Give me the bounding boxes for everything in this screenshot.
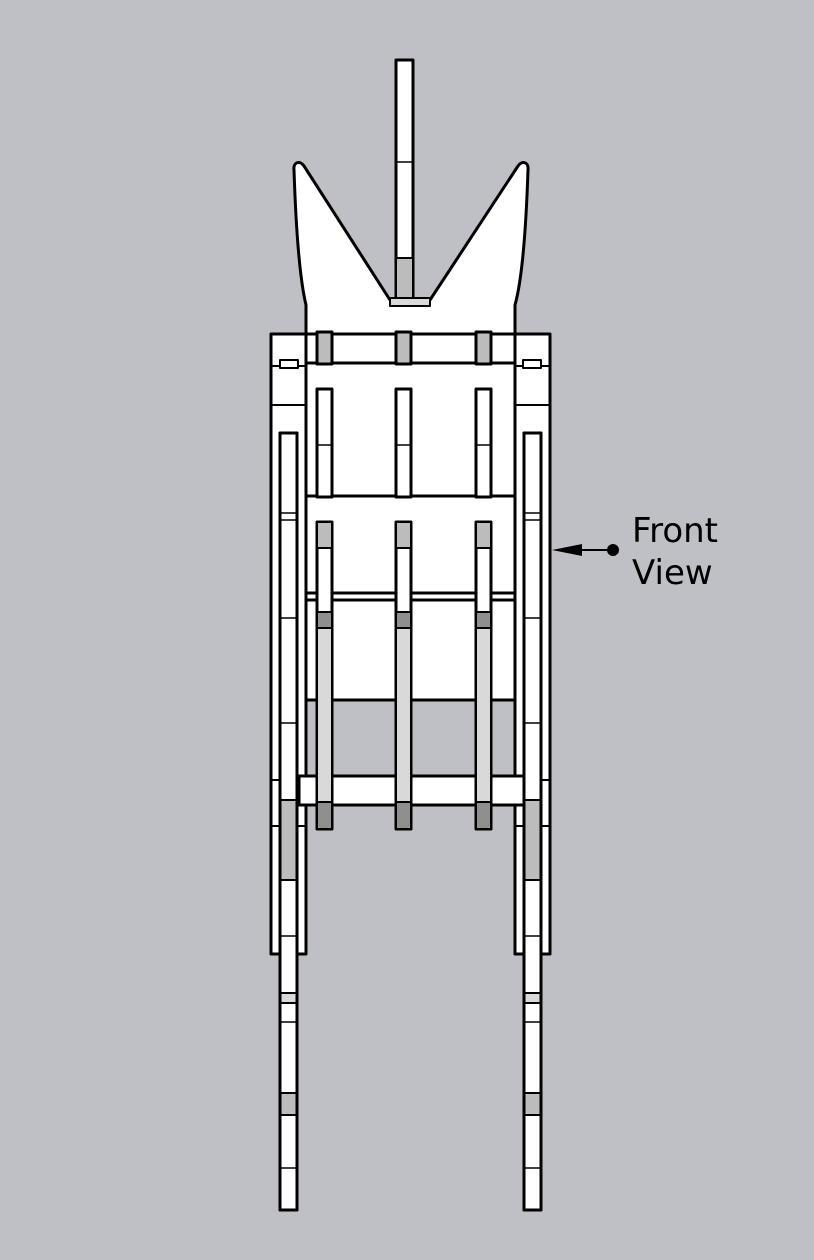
callout-leader (552, 544, 619, 556)
lower-pins (315, 520, 493, 831)
leader-dot-icon (607, 544, 619, 556)
arrowhead-icon (552, 544, 582, 556)
callout-line-2: View (632, 553, 713, 593)
right-rail (522, 431, 543, 1212)
upper-pins (315, 330, 493, 366)
callout-line-1: Front (632, 511, 718, 551)
middle-pins (315, 387, 493, 499)
left-rail (278, 431, 299, 1212)
center-shaft (389, 58, 431, 307)
callout-label: Front View (632, 510, 718, 594)
